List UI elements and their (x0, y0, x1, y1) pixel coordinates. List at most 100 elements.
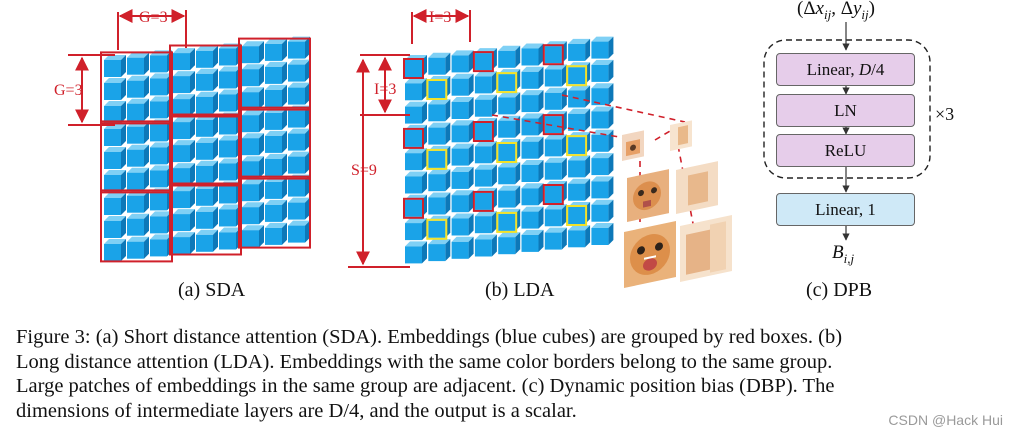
embedding-cube (405, 218, 427, 241)
sda-dimension-annotations (68, 9, 187, 126)
dpb-repeat-container (763, 39, 931, 179)
lda-red-group-cell (403, 58, 424, 79)
embedding-cube (104, 55, 126, 77)
embedding-cube (127, 98, 149, 121)
caption-line: Figure 3: (a) Short distance attention (… (16, 326, 843, 348)
embedding-cube (591, 223, 614, 245)
embedding-cube (288, 151, 310, 174)
embedding-cube (196, 114, 218, 137)
sda-group-box (169, 44, 242, 118)
sda-group-box (238, 106, 311, 180)
lda-yellow-group-cell (566, 205, 588, 226)
embedding-cube (219, 204, 241, 227)
embedding-cube (544, 204, 567, 227)
caption-line: Large patches of embeddings in the same … (16, 375, 835, 397)
embedding-cube (568, 108, 591, 131)
caption-line: dimensions of intermediate layers are D/… (16, 399, 577, 422)
dpb-relu-layer: ReLU (776, 134, 915, 167)
image-patch-medium-1 (627, 169, 669, 222)
embedding-cube (521, 183, 544, 206)
embedding-cube (196, 160, 218, 183)
embedding-cube (242, 133, 264, 156)
embedding-cube (265, 84, 287, 107)
embedding-cube (127, 75, 149, 98)
embedding-cube (150, 165, 172, 188)
embedding-cube (104, 101, 126, 123)
embedding-cube (568, 155, 591, 178)
lda-embedding-grid (405, 36, 614, 264)
watermark: CSDN @Hack Hui (888, 412, 1003, 428)
embedding-cube (451, 236, 474, 259)
embedding-cube (521, 66, 544, 89)
embedding-cube (591, 199, 614, 222)
embedding-cube (405, 171, 427, 194)
embedding-cube (196, 137, 218, 160)
lda-red-group-cell (542, 184, 564, 205)
embedding-cube (288, 59, 310, 82)
lda-subfigure-label: (b) LDA (485, 279, 555, 301)
lda-red-group-cell (403, 127, 424, 149)
embedding-cube (265, 153, 287, 176)
embedding-cube (127, 144, 149, 167)
embedding-cube (104, 239, 126, 261)
embedding-cube (498, 162, 521, 185)
embedding-cube (451, 120, 474, 143)
embedding-cube (104, 147, 126, 169)
lda-red-group-cell (403, 197, 424, 219)
embedding-cube (474, 211, 497, 234)
embedding-cube (568, 38, 591, 61)
embedding-cube (150, 50, 172, 73)
lda-yellow-group-cell (496, 211, 518, 233)
embedding-cube (150, 142, 172, 165)
embedding-cube (405, 101, 427, 124)
lda-yellow-group-cell (566, 135, 588, 157)
embedding-cube (451, 73, 474, 96)
embedding-cube (591, 129, 614, 152)
embedding-cube (474, 71, 497, 94)
embedding-cube (265, 107, 287, 130)
embedding-cube (173, 186, 195, 209)
embedding-cube (242, 179, 264, 202)
caption-line: Long distance attention (LDA). Embedding… (16, 350, 833, 373)
lda-red-group-cell (472, 121, 494, 142)
image-patch-small-1 (622, 130, 644, 161)
embedding-cube (173, 48, 195, 71)
embedding-cube (242, 110, 264, 133)
embedding-cube (127, 213, 149, 236)
embedding-cube (568, 85, 591, 108)
lda-yellow-group-cell (496, 142, 518, 163)
embedding-cube (288, 197, 310, 220)
embedding-cube (451, 166, 474, 189)
embedding-cube (288, 36, 310, 59)
embedding-cube (521, 160, 544, 182)
embedding-cube (405, 148, 427, 171)
embedding-cube (498, 92, 521, 115)
lda-red-group-cell (472, 190, 494, 212)
embedding-cube (591, 176, 614, 199)
dpb-input-label: (Δxij, Δyij) (797, 0, 875, 22)
embedding-cube (544, 157, 567, 180)
embedding-cube (451, 143, 474, 166)
image-patch-large-2 (680, 214, 732, 282)
embedding-cube (127, 52, 149, 75)
embedding-cube (591, 59, 614, 82)
embedding-cube (127, 236, 149, 259)
embedding-cube (521, 90, 544, 113)
embedding-cube (591, 106, 614, 129)
embedding-cube (265, 130, 287, 153)
embedding-cube (196, 68, 218, 91)
lda-dimension-annotations (348, 9, 471, 268)
embedding-cube (428, 52, 451, 75)
embedding-cube (288, 128, 310, 151)
dpb-output-label: Bi,j (832, 242, 855, 266)
embedding-cube (521, 113, 544, 136)
embedding-cube (498, 232, 521, 255)
dpb-subfigure-label: (c) DPB (806, 279, 873, 301)
embedding-cube (127, 121, 149, 144)
embedding-cube (173, 163, 195, 186)
embedding-cube (428, 99, 451, 122)
embedding-cube (104, 216, 126, 238)
lda-red-group-cell (542, 44, 564, 66)
embedding-cube (405, 241, 427, 264)
embedding-cube (428, 192, 451, 215)
